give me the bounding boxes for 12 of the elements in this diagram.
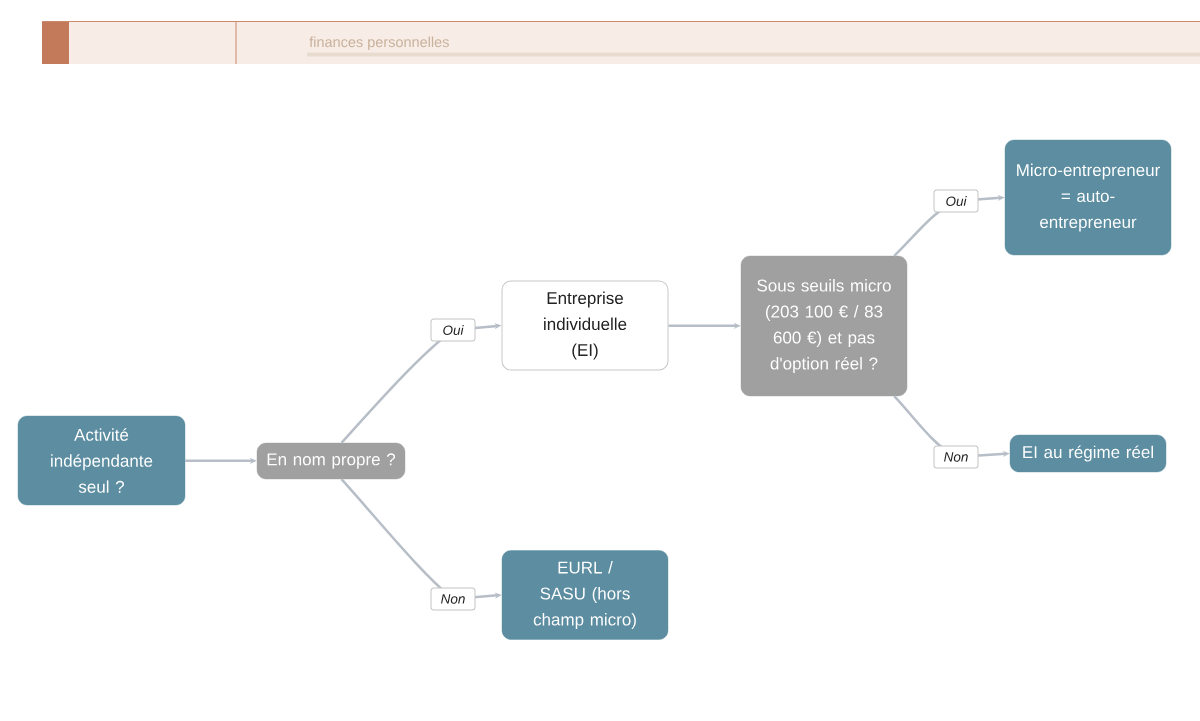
edge-label: Non (933, 445, 979, 469)
result-box: EURL / SASU (hors champ micro) (501, 550, 669, 640)
result-box: EI au régime réel (1009, 434, 1167, 473)
edge-label: Oui (933, 189, 979, 213)
start-box: Activité indépendante seul ? (17, 415, 186, 506)
decision-box: En nom propre ? (256, 442, 406, 480)
result-box: Micro-entrepreneur = auto-entrepreneur (1004, 139, 1172, 256)
tagline: finances personnelles (309, 36, 449, 50)
decision-box: Sous seuils micro (203 100 € / 83 600 €) et pas d'option réel ? (740, 255, 908, 397)
process-box: Entreprise individuelle (EI) (501, 280, 669, 371)
edge-label: Oui (430, 318, 476, 342)
edge-label: Non (430, 587, 476, 611)
